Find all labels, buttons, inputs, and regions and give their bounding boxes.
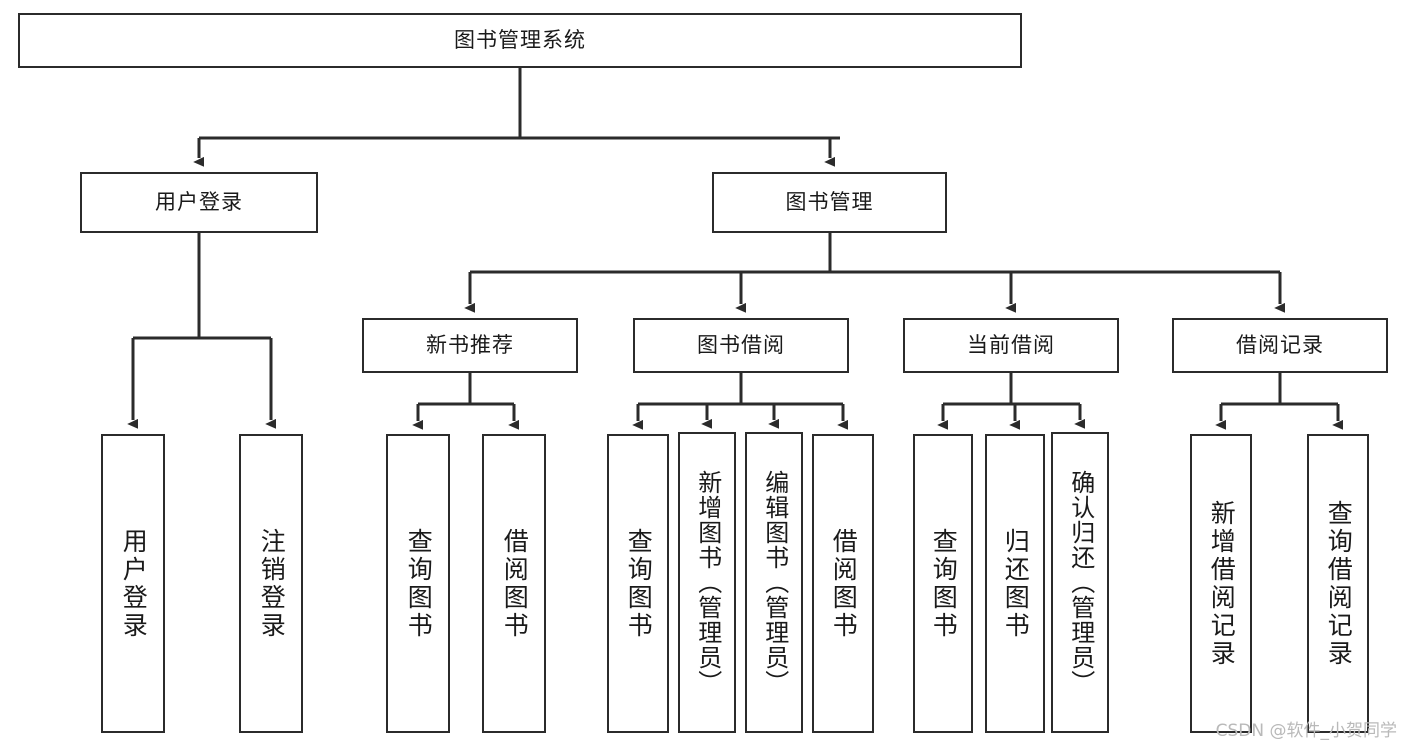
node-current-borrow[interactable]: 当前借阅 — [903, 318, 1119, 373]
node-leaf-confirm-return-admin[interactable]: 确认归还（管理员） — [1051, 432, 1109, 733]
node-leaf-edit-book-admin[interactable]: 编辑图书（管理员） — [745, 432, 803, 733]
node-leaf-query-book-recommend-label: 查询图书 — [404, 527, 434, 640]
node-leaf-edit-book-admin-label: 编辑图书（管理员） — [760, 470, 789, 695]
node-leaf-query-book-current-label: 查询图书 — [929, 527, 959, 640]
node-leaf-query-book-borrow-label: 查询图书 — [624, 527, 654, 640]
node-leaf-return-book[interactable]: 归还图书 — [985, 434, 1045, 733]
node-leaf-logout[interactable]: 注销登录 — [239, 434, 303, 733]
node-leaf-user-login[interactable]: 用户登录 — [101, 434, 165, 733]
node-borrow-record[interactable]: 借阅记录 — [1172, 318, 1388, 373]
node-leaf-borrow-book-label: 借阅图书 — [829, 527, 859, 640]
node-leaf-borrow-book-recommend-label: 借阅图书 — [500, 527, 530, 640]
node-leaf-confirm-return-admin-label: 确认归还（管理员） — [1066, 470, 1095, 695]
node-root[interactable]: 图书管理系统 — [18, 13, 1022, 68]
node-leaf-user-login-label: 用户登录 — [119, 527, 149, 640]
node-new-book-recommend[interactable]: 新书推荐 — [362, 318, 578, 373]
node-book-manage-label: 图书管理 — [785, 190, 874, 214]
node-book-borrow[interactable]: 图书借阅 — [633, 318, 849, 373]
node-current-borrow-label: 当前借阅 — [967, 333, 1055, 357]
node-leaf-add-book-admin[interactable]: 新增图书（管理员） — [678, 432, 736, 733]
node-new-book-recommend-label: 新书推荐 — [426, 333, 514, 357]
node-root-label: 图书管理系统 — [454, 28, 586, 52]
node-leaf-query-book-current[interactable]: 查询图书 — [913, 434, 973, 733]
node-leaf-borrow-book[interactable]: 借阅图书 — [812, 434, 874, 733]
node-user-login-label: 用户登录 — [155, 190, 243, 214]
node-leaf-add-borrow-record[interactable]: 新增借阅记录 — [1190, 434, 1252, 733]
watermark: CSDN @软件_小贺同学 — [1215, 721, 1397, 741]
node-leaf-query-borrow-record[interactable]: 查询借阅记录 — [1307, 434, 1369, 733]
node-leaf-query-book-borrow[interactable]: 查询图书 — [607, 434, 669, 733]
node-book-manage[interactable]: 图书管理 — [712, 172, 947, 233]
node-leaf-query-book-recommend[interactable]: 查询图书 — [386, 434, 450, 733]
node-book-borrow-label: 图书借阅 — [697, 333, 785, 357]
node-leaf-logout-label: 注销登录 — [257, 527, 287, 640]
node-user-login[interactable]: 用户登录 — [80, 172, 318, 233]
node-leaf-return-book-label: 归还图书 — [1001, 527, 1031, 640]
node-leaf-borrow-book-recommend[interactable]: 借阅图书 — [482, 434, 546, 733]
node-leaf-add-book-admin-label: 新增图书（管理员） — [693, 470, 722, 695]
node-borrow-record-label: 借阅记录 — [1236, 333, 1324, 357]
node-leaf-query-borrow-record-label: 查询借阅记录 — [1324, 499, 1354, 668]
node-leaf-add-borrow-record-label: 新增借阅记录 — [1207, 499, 1237, 668]
